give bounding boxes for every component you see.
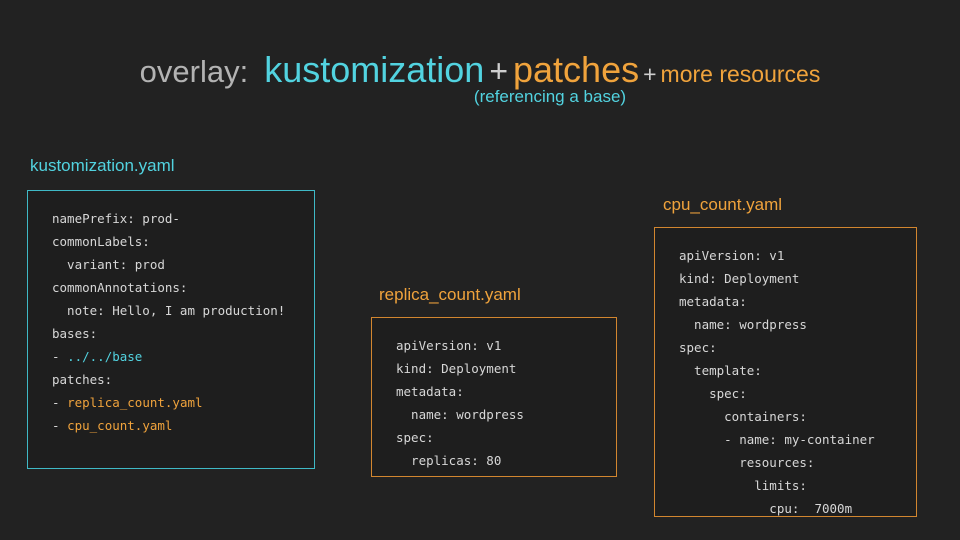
code-line: - replica_count.yaml [52,391,314,414]
code-line: namePrefix: prod- [52,207,314,230]
slide-subtitle: (referencing a base) [473,87,627,106]
code-token: containers: [679,409,807,424]
title-plus-1: + [489,53,509,89]
code-token-filename: cpu_count.yaml [67,418,173,433]
title-plus-2: + [643,61,657,87]
code-line: commonLabels: [52,230,314,253]
code-token: apiVersion: v1 [679,248,785,263]
code-line: template: [679,359,916,382]
code-token: spec: [396,430,434,445]
code-token-path: ../../base [67,349,143,364]
code-token: commonLabels: [52,234,150,249]
code-token: spec: [679,340,717,355]
code-token: replicas: 80 [396,453,502,468]
code-line: - cpu_count.yaml [52,414,314,437]
code-line: patches: [52,368,314,391]
code-line: cpu: 7000m [679,497,916,520]
code-line: limits: [679,474,916,497]
code-token: name: wordpress [396,407,524,422]
code-body-kustomization-yaml: namePrefix: prod-commonLabels: variant: … [28,191,314,437]
code-token: note: Hello, I am production! [52,303,286,318]
code-token: kind: Deployment [396,361,517,376]
title-overlay-label: overlay: [139,54,249,89]
code-line: apiVersion: v1 [679,244,916,267]
code-token: name: wordpress [679,317,807,332]
code-line: metadata: [396,380,616,403]
code-line: - ../../base [52,345,314,368]
code-token: kind: Deployment [679,271,800,286]
code-token: limits: [679,478,807,493]
code-token: - [52,395,68,410]
file-label-cpu-count-yaml: cpu_count.yaml [663,195,783,214]
code-line: commonAnnotations: [52,276,314,299]
file-label-replica-count-yaml: replica_count.yaml [379,285,521,304]
code-token: spec: [679,386,747,401]
code-line: kind: Deployment [679,267,916,290]
code-token: commonAnnotations: [52,280,188,295]
code-line: spec: [396,426,616,449]
code-line: spec: [679,382,916,405]
code-token: variant: prod [52,257,165,272]
title-term-patches: patches [513,49,640,90]
code-token: - [52,418,68,433]
code-token: - [52,349,68,364]
code-line: name: wordpress [396,403,616,426]
code-line: name: wordpress [679,313,916,336]
title-term-more-resources: more resources [660,61,821,87]
code-line: bases: [52,322,314,345]
code-line: note: Hello, I am production! [52,299,314,322]
code-token: namePrefix: prod- [52,211,180,226]
code-token: cpu: 7000m [679,501,853,516]
file-label-kustomization-yaml: kustomization.yaml [30,156,175,175]
code-line: resources: [679,451,916,474]
code-token: patches: [52,372,113,387]
code-token-filename: replica_count.yaml [67,395,203,410]
code-token: template: [679,363,762,378]
code-line: spec: [679,336,916,359]
code-line: metadata: [679,290,916,313]
code-line: apiVersion: v1 [396,334,616,357]
code-token: metadata: [679,294,747,309]
code-token: resources: [679,455,815,470]
code-line: containers: [679,405,916,428]
code-block-kustomization-yaml: namePrefix: prod-commonLabels: variant: … [27,190,315,469]
title-term-kustomization: kustomization [264,49,485,90]
code-line: variant: prod [52,253,314,276]
code-token: apiVersion: v1 [396,338,502,353]
title-line: overlay:kustomization+patches+more resou… [0,52,960,88]
code-token: bases: [52,326,98,341]
code-token: - name: my-container [679,432,875,447]
code-line: kind: Deployment [396,357,616,380]
code-token: metadata: [396,384,464,399]
code-line: - name: my-container [679,428,916,451]
slide-title: overlay:kustomization+patches+more resou… [0,52,960,88]
code-line: replicas: 80 [396,449,616,472]
